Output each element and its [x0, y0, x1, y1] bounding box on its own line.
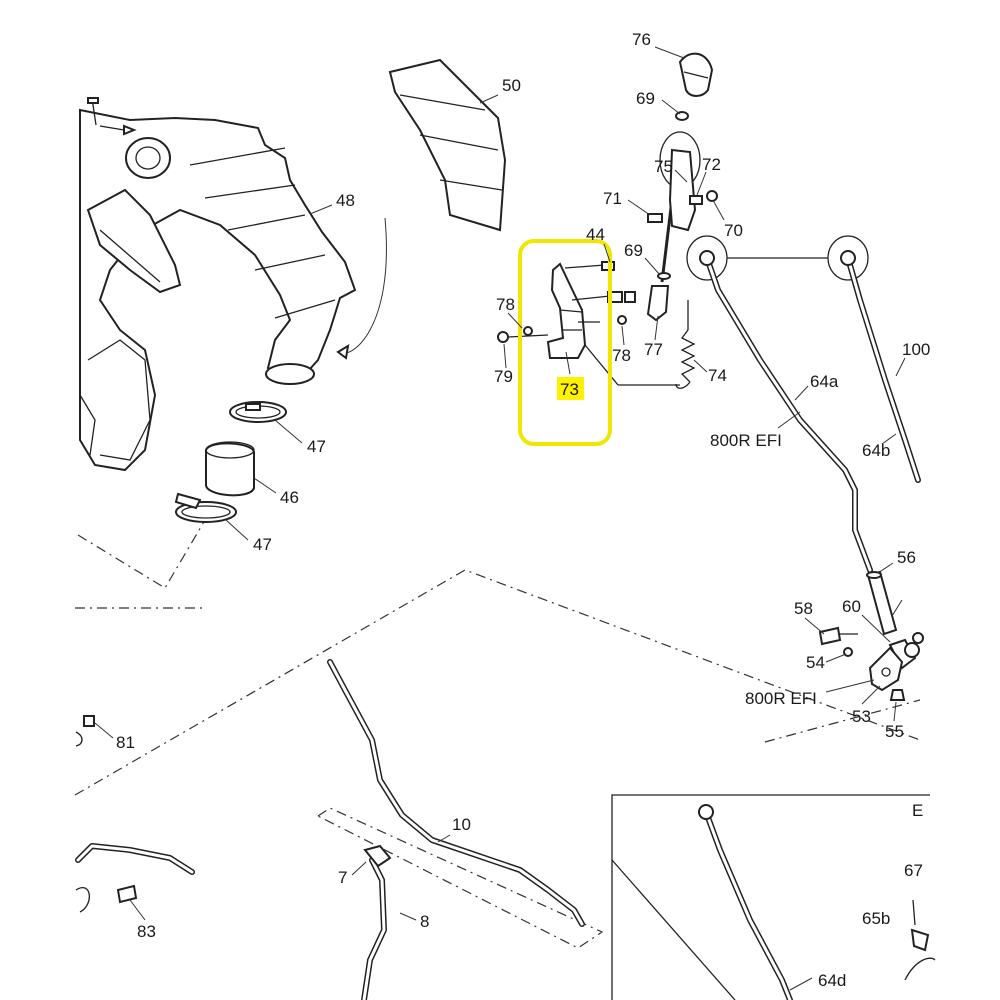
label-64d: 64d	[818, 971, 846, 990]
hose-83	[75, 715, 195, 913]
leader-lines	[94, 46, 906, 991]
label-77: 77	[644, 340, 663, 359]
label-78-left: 78	[496, 295, 515, 314]
label-8: 8	[420, 912, 429, 931]
boundary-lines	[74, 519, 921, 949]
part-labels: 76 69 50 75 72 71 70 48 44 69 78 78 77 7…	[116, 30, 930, 990]
label-47-top: 47	[307, 437, 326, 456]
label-44: 44	[586, 225, 605, 244]
label-72: 72	[702, 155, 721, 174]
label-81: 81	[116, 733, 135, 752]
label-78-right: 78	[612, 346, 631, 365]
coupling-46	[205, 441, 255, 497]
cable-64a	[686, 235, 873, 573]
inset-box	[611, 794, 936, 1000]
cable-64b	[727, 235, 921, 483]
label-58: 58	[794, 599, 813, 618]
cable-8	[361, 844, 392, 1000]
highlight-label-bg	[557, 377, 584, 400]
label-83: 83	[137, 922, 156, 941]
shifter-assembly	[646, 52, 718, 389]
clamp-47-top	[229, 401, 287, 423]
label-50: 50	[502, 76, 521, 95]
label-69-top: 69	[636, 89, 655, 108]
label-46: 46	[280, 488, 299, 507]
label-800r-efi-top: 800R EFI	[710, 431, 782, 450]
label-800r-efi-bottom: 800R EFI	[745, 689, 817, 708]
linkage-lower-right	[818, 570, 924, 701]
label-70: 70	[724, 221, 743, 240]
label-67: 67	[904, 861, 923, 880]
clamp-47-bottom	[174, 492, 237, 523]
label-64a: 64a	[810, 372, 839, 391]
label-76: 76	[632, 30, 651, 49]
highlight-box	[518, 239, 612, 446]
label-60: 60	[842, 597, 861, 616]
label-73: 73	[560, 380, 579, 399]
lever-assembly-73	[497, 261, 680, 386]
label-55: 55	[885, 722, 904, 741]
label-48: 48	[336, 191, 355, 210]
intake-duct-48	[79, 97, 357, 472]
label-74: 74	[708, 366, 727, 385]
label-79: 79	[494, 367, 513, 386]
label-100: 100	[902, 340, 930, 359]
label-inset-e: E	[912, 801, 923, 820]
label-10: 10	[452, 815, 471, 834]
label-71: 71	[603, 189, 622, 208]
label-7: 7	[338, 868, 347, 887]
label-75: 75	[654, 157, 673, 176]
hose-50	[388, 58, 507, 232]
label-64b: 64b	[862, 441, 890, 460]
label-53: 53	[852, 707, 871, 726]
label-69-mid: 69	[624, 241, 643, 260]
label-56: 56	[897, 548, 916, 567]
cable-10	[327, 659, 585, 927]
label-47-bottom: 47	[253, 535, 272, 554]
label-65b: 65b	[862, 909, 890, 928]
label-54: 54	[806, 653, 825, 672]
